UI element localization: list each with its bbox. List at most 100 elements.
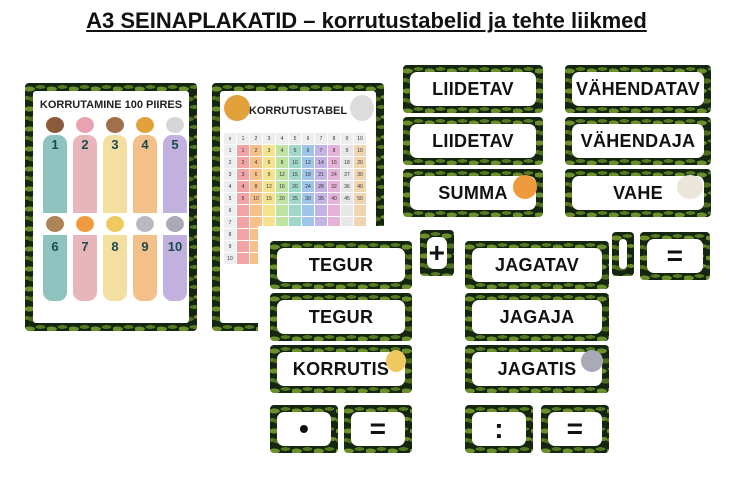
card-plus[interactable]: + (420, 230, 454, 276)
grid-cell: 14 (315, 157, 327, 168)
card-vahendaja[interactable]: VÄHENDAJA (565, 117, 711, 165)
hippo-icon (166, 216, 184, 232)
column-number: 4 (141, 137, 149, 152)
grid-cell (250, 205, 262, 216)
poster-multiplication-100: KORRUTAMINE 100 PIIRES 1 2 3 4 5 6 7 8 9… (25, 83, 197, 331)
card-tegur-2[interactable]: TEGUR (270, 293, 412, 341)
card-vahendatav[interactable]: VÄHENDATAV (565, 65, 711, 113)
column-number: 3 (111, 137, 119, 152)
pig-icon (76, 117, 94, 133)
card-jagatav[interactable]: JAGATAV (465, 241, 609, 289)
card-korrutis[interactable]: KORRUTIS (270, 345, 412, 393)
poster-inner: KORRUTAMINE 100 PIIRES 1 2 3 4 5 6 7 8 9… (33, 91, 189, 323)
grid-cell: 5 (237, 193, 249, 204)
grid-cell: 30 (302, 193, 314, 204)
grid-header-cell: 1 (237, 133, 249, 144)
grid-header-cell: 8 (328, 133, 340, 144)
grid-cell: 6 (263, 157, 275, 168)
grid-header-cell: 2 (224, 157, 236, 168)
grid-cell: 21 (315, 169, 327, 180)
grid-cell (302, 205, 314, 216)
grid-cell: 15 (289, 169, 301, 180)
grid-cell: 8 (328, 145, 340, 156)
grid-cell (354, 205, 366, 216)
grid-cell: 2 (250, 145, 262, 156)
grid-cell (328, 217, 340, 228)
card-dot[interactable]: • (270, 405, 338, 453)
grid-header-cell: 9 (341, 133, 353, 144)
grid-cell: 6 (302, 145, 314, 156)
grid-cell: 20 (289, 181, 301, 192)
grid-header-cell: 7 (224, 217, 236, 228)
grid-cell: 3 (237, 169, 249, 180)
grid-cell: 8 (250, 181, 262, 192)
card-equals-div[interactable]: = (541, 405, 609, 453)
grid-header-cell: 3 (224, 169, 236, 180)
grid-header-cell: 10 (224, 253, 236, 264)
grid-header-cell: 10 (354, 133, 366, 144)
elephant-icon (136, 216, 154, 232)
grid-cell: 5 (289, 145, 301, 156)
lion-icon (224, 95, 250, 121)
grid-cell (263, 205, 275, 216)
card-jagaja[interactable]: JAGAJA (465, 293, 609, 341)
card-liidetav-1[interactable]: LIIDETAV (403, 65, 543, 113)
grid-cell (328, 205, 340, 216)
card-liidetav-2[interactable]: LIIDETAV (403, 117, 543, 165)
grid-cell: 12 (302, 157, 314, 168)
card-summa[interactable]: SUMMA (403, 169, 543, 217)
grid-cell (341, 205, 353, 216)
grid-header-cell: 3 (263, 133, 275, 144)
poster-title: KORRUTAMINE 100 PIIRES (39, 99, 183, 111)
hippo-icon (581, 350, 603, 372)
grid-header-cell: 4 (224, 181, 236, 192)
grid-cell (315, 205, 327, 216)
grid-cell (237, 253, 249, 264)
grid-cell (341, 217, 353, 228)
card-partial (612, 232, 634, 276)
card-vahe[interactable]: VAHE (565, 169, 711, 217)
grid-cell: 12 (263, 181, 275, 192)
grid-cell: 35 (315, 193, 327, 204)
grid-cell (276, 217, 288, 228)
card-equals-mul[interactable]: = (344, 405, 412, 453)
card-equals-top[interactable]: = (640, 232, 710, 280)
card-tegur-1[interactable]: TEGUR (270, 241, 412, 289)
tiger-icon (76, 216, 94, 232)
cat-icon (166, 117, 184, 133)
monkey-icon (106, 117, 124, 133)
grid-cell: 24 (302, 181, 314, 192)
grid-header-cell: 8 (224, 229, 236, 240)
grid-cell: 3 (263, 145, 275, 156)
zebra-icon (350, 95, 374, 121)
card-colon[interactable]: : (465, 405, 533, 453)
giraffe-icon (106, 216, 124, 232)
grid-cell (237, 217, 249, 228)
grid-cell: 28 (315, 181, 327, 192)
grid-cell: 2 (237, 157, 249, 168)
grid-cell (354, 217, 366, 228)
grid-cell: 18 (341, 157, 353, 168)
card-jagatis[interactable]: JAGATIS (465, 345, 609, 393)
grid-cell: 1 (237, 145, 249, 156)
grid-cell: 20 (354, 157, 366, 168)
grid-cell: 9 (263, 169, 275, 180)
grid-cell: 24 (328, 169, 340, 180)
grid-cell: 32 (328, 181, 340, 192)
grid-cell: 8 (276, 157, 288, 168)
grid-cell (237, 229, 249, 240)
grid-cell: 36 (341, 181, 353, 192)
grid-cell (263, 217, 275, 228)
column-number: 9 (141, 239, 149, 254)
grid-cell: 12 (276, 169, 288, 180)
grid-cell: 50 (354, 193, 366, 204)
grid-cell (250, 241, 262, 252)
grid-cell: 9 (341, 145, 353, 156)
column-number: 5 (171, 137, 179, 152)
grid-header-cell: 6 (302, 133, 314, 144)
grid-cell (276, 205, 288, 216)
grid-cell (237, 205, 249, 216)
grid-cell: 10 (250, 193, 262, 204)
grid-header-cell: x (224, 133, 236, 144)
grid-cell (250, 253, 262, 264)
